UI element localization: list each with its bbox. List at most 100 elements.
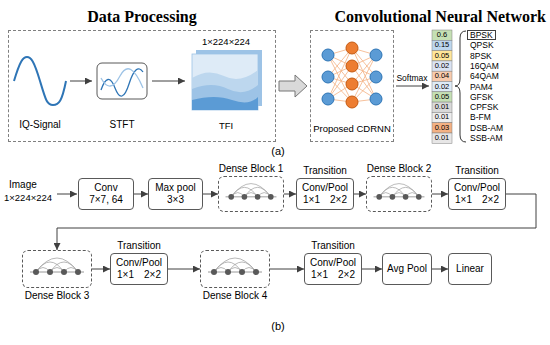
flow-arrow (203, 194, 218, 195)
text-line: IQ-Signal (19, 119, 61, 131)
probability-value: 0.03 (432, 123, 452, 133)
text-line: 7×7, 64 (89, 194, 123, 206)
node-body: Linear (449, 254, 491, 284)
brace (455, 31, 466, 142)
node-text: 2×2 (330, 194, 347, 206)
flow-arrow (152, 81, 185, 82)
node-text: Max pool (155, 182, 196, 194)
node-body: Conv7×7, 64 (79, 179, 133, 209)
text-line: Conv/Pool (116, 257, 162, 269)
transition-box: TransitionConv/Pool1×12×2 (296, 178, 354, 210)
text-line: 1×224×224 (202, 36, 250, 48)
probability-value: 0.15 (432, 40, 452, 50)
text-line: TFI (219, 120, 233, 132)
flow-arrow (92, 269, 110, 270)
node-text: Conv/Pool (454, 182, 500, 194)
flow-arrow (354, 194, 366, 195)
neuron (370, 49, 382, 61)
probability-cell (432, 51, 452, 61)
input-size: 1×224×224 (4, 192, 52, 203)
neuron (370, 93, 382, 105)
layer-box: Avg Pool (382, 253, 432, 285)
input-arrow (57, 194, 77, 195)
block-name: Dense Block 1 (219, 163, 283, 175)
dashed-region: Data ProcessingIQ-SignalSTFT1×224×224TFI (8, 30, 276, 142)
probability-value: 0.01 (432, 112, 452, 122)
region-title: Convolutional Neural Network (334, 8, 546, 26)
probability-cell (432, 71, 452, 81)
flow-arrow (362, 269, 382, 270)
probability-value: 0.05 (432, 92, 452, 102)
network-links (328, 48, 376, 102)
operation-label: Softmax (396, 73, 427, 83)
node-body: 1×224×224TFI (185, 36, 267, 132)
node-text: STFT (110, 119, 135, 131)
image-layer (192, 70, 258, 110)
image-front (192, 54, 258, 110)
probability-cell (432, 133, 452, 143)
node-text: 1×1 (311, 269, 328, 281)
flow-arrow (432, 194, 448, 195)
class-name: PAM4 (470, 82, 493, 92)
spectrum-curve (101, 69, 143, 96)
neuron (322, 93, 334, 105)
sine-wave (14, 57, 66, 105)
node-body (201, 251, 269, 287)
transition-box: TransitionConv/Pool1×12×2 (110, 253, 168, 285)
node-text: 1×1 (303, 194, 320, 206)
neuron (346, 60, 358, 72)
class-name: 64QAM (470, 71, 499, 81)
node-body (219, 177, 283, 211)
node-text: 3×3 (167, 194, 184, 206)
node-text: Conv/Pool (310, 257, 356, 269)
flow-arrow (270, 269, 304, 270)
dense-illustration (226, 184, 277, 200)
text-line: 1×12×2 (117, 269, 161, 281)
node-text: TFI (219, 120, 233, 132)
neuron (346, 96, 358, 108)
class-name: B-FM (470, 112, 491, 122)
node-text: 1×1 (455, 194, 472, 206)
text-line: 1×1 2×2 (303, 194, 347, 206)
probability-cell (432, 123, 452, 133)
softmax-arrow (396, 86, 429, 87)
neuron (322, 71, 334, 83)
node-text: 1×1 (117, 269, 134, 281)
block-name: Transition (455, 165, 499, 177)
block-name: Dense Block 4 (203, 290, 267, 302)
probability-cell (432, 112, 452, 122)
probability-cell (432, 82, 452, 92)
panel-label: (a) (271, 145, 284, 158)
spectrum-curve (101, 69, 143, 88)
layer-box: Max pool3×3 (148, 178, 203, 210)
probability-value: 0.02 (432, 61, 452, 71)
text-line: Conv (94, 182, 117, 194)
transfer-arrow (279, 75, 307, 97)
image-layer (192, 97, 258, 110)
probability-value: 0.05 (432, 51, 452, 61)
node-body (23, 251, 91, 287)
text-line: Proposed CDRNN (313, 123, 391, 135)
probability-value: 0.04 (432, 71, 452, 81)
node-body: IQ-Signal (10, 48, 70, 132)
text-line: 3×3 (167, 194, 184, 206)
flow-arrow (284, 194, 296, 195)
node-text: Avg Pool (387, 263, 427, 275)
text-line: Max pool (155, 182, 196, 194)
panel-label: (b) (271, 320, 284, 333)
dense-block: Dense Block 2 (366, 176, 432, 212)
probability-cell (432, 102, 452, 112)
node-text: Proposed CDRNN (313, 123, 391, 135)
probability-cell (432, 40, 452, 50)
dense-illustration (208, 258, 262, 275)
stft-frame (97, 63, 147, 99)
node-body: Avg Pool (383, 254, 431, 284)
layer-box: Linear (448, 253, 492, 285)
class-name: SSB-AM (470, 133, 503, 143)
dense-block: Dense Block 1 (218, 176, 284, 212)
dense-illustration (374, 184, 425, 200)
node-text: Conv/Pool (302, 182, 348, 194)
block-name: Transition (303, 165, 347, 177)
